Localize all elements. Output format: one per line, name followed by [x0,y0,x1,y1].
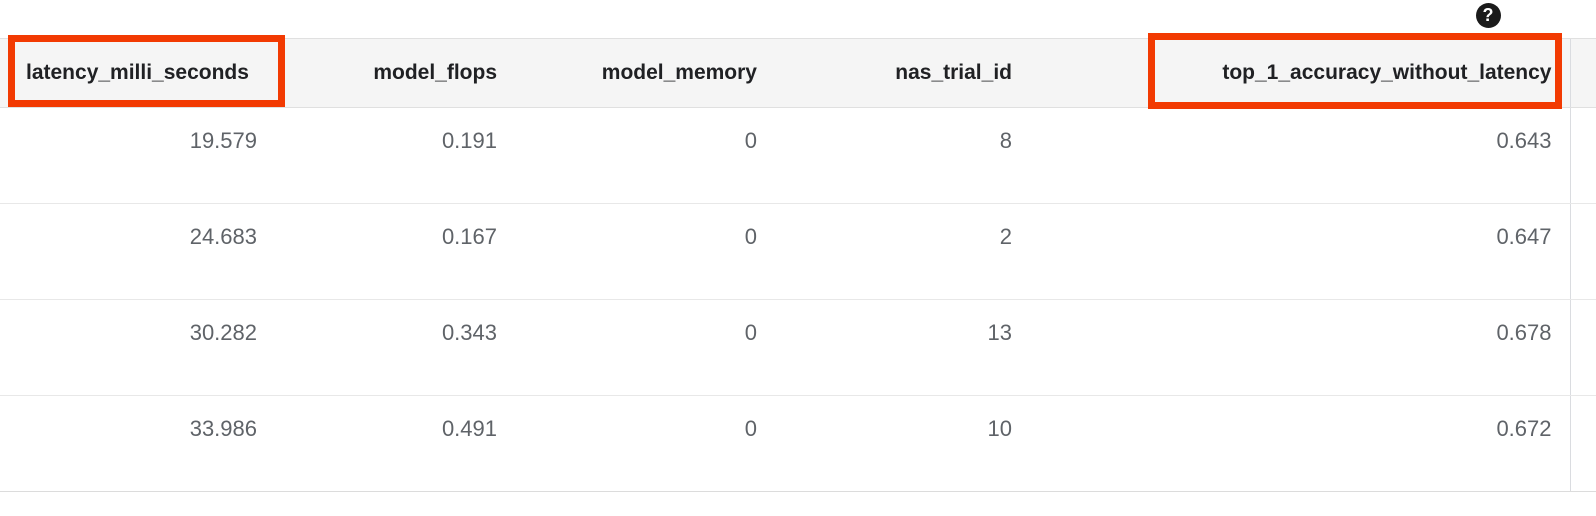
cell-model-flops: 0.343 [275,299,515,396]
cell-nas-trial-id: 8 [775,107,1030,204]
column-header-next-partial[interactable] [1569,38,1596,108]
cell-next-partial [1569,395,1596,492]
cell-latency-milli-seconds: 30.282 [0,299,275,396]
cell-model-memory: 0 [515,299,775,396]
cell-model-flops: 0.167 [275,203,515,300]
table-row[interactable]: 24.683 0.167 0 2 0.647 [0,203,1596,300]
cell-top-1-accuracy-without-latency: 0.678 [1030,299,1570,396]
column-header-model-memory[interactable]: model_memory [515,38,775,108]
column-header-model-flops[interactable]: model_flops [275,38,515,108]
cell-latency-milli-seconds: 19.579 [0,107,275,204]
cell-model-memory: 0 [515,395,775,492]
cell-latency-milli-seconds: 33.986 [0,395,275,492]
cell-next-partial [1569,203,1596,300]
column-header-top-1-accuracy-without-latency[interactable]: top_1_accuracy_without_latency [1030,38,1570,108]
cell-top-1-accuracy-without-latency: 0.672 [1030,395,1570,492]
cell-model-flops: 0.491 [275,395,515,492]
column-header-latency-milli-seconds[interactable]: latency_milli_seconds [0,38,275,108]
cell-top-1-accuracy-without-latency: 0.647 [1030,203,1570,300]
results-table: latency_milli_seconds model_flops model_… [0,38,1596,492]
table-row[interactable]: 33.986 0.491 0 10 0.672 [0,395,1596,492]
table-body: 19.579 0.191 0 8 0.643 24.683 0.167 0 2 … [0,107,1596,492]
cell-model-memory: 0 [515,203,775,300]
results-table-container: latency_milli_seconds model_flops model_… [0,38,1596,492]
cell-nas-trial-id: 10 [775,395,1030,492]
table-header-row: latency_milli_seconds model_flops model_… [0,38,1596,108]
cell-top-1-accuracy-without-latency: 0.643 [1030,107,1570,204]
cell-model-flops: 0.191 [275,107,515,204]
table-header: latency_milli_seconds model_flops model_… [0,38,1596,108]
cell-next-partial [1569,299,1596,396]
cell-next-partial [1569,107,1596,204]
cell-nas-trial-id: 13 [775,299,1030,396]
cell-latency-milli-seconds: 24.683 [0,203,275,300]
cell-nas-trial-id: 2 [775,203,1030,300]
cell-model-memory: 0 [515,107,775,204]
help-circle-icon[interactable]: ? [1475,2,1501,28]
column-header-nas-trial-id[interactable]: nas_trial_id [775,38,1030,108]
table-row[interactable]: 30.282 0.343 0 13 0.678 [0,299,1596,396]
help-icon-button[interactable]: ? [1473,0,1503,30]
table-row[interactable]: 19.579 0.191 0 8 0.643 [0,107,1596,204]
